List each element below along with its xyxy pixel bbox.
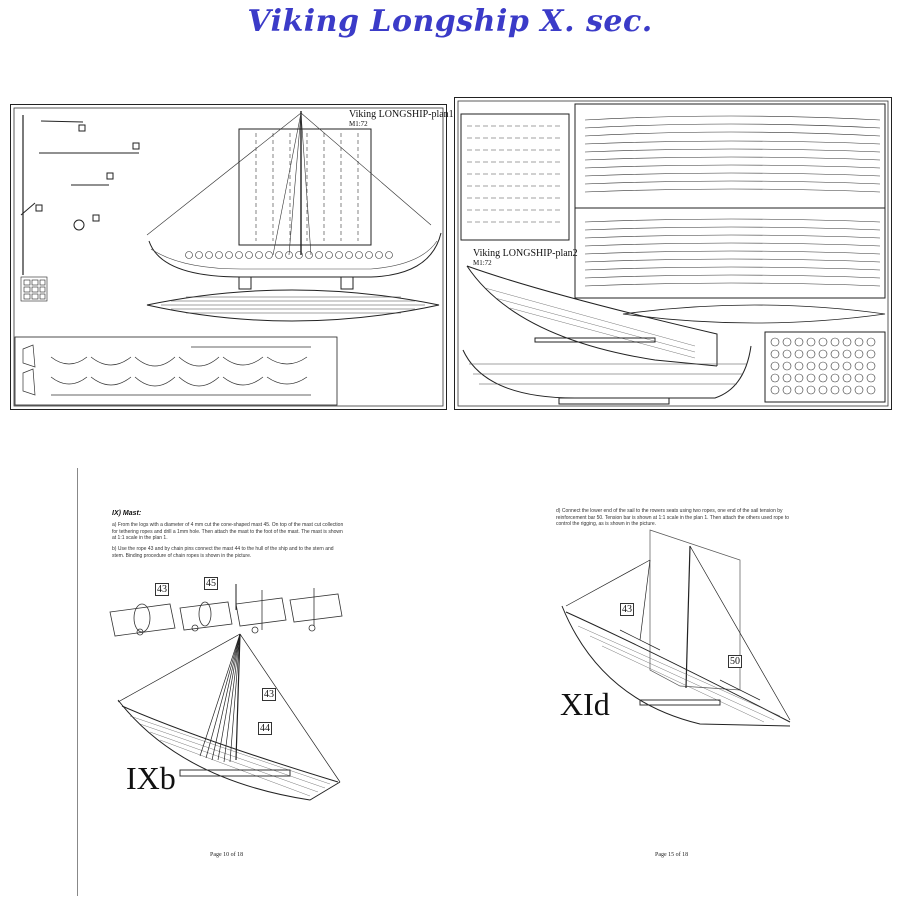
plan2-drawing (457, 100, 889, 407)
page10-footer: Page 10 of 18 (210, 852, 244, 858)
plan2-sheet: Viking LONGSHIP-plan2 M1:72 (454, 97, 892, 410)
page10-figure-label: IXb (126, 760, 176, 796)
page15-label-50: 50 (728, 655, 742, 668)
page10-para-b: b) Use the rope 43 and by chain pins con… (112, 546, 334, 559)
page10-heading: IX) Mast: (112, 510, 142, 517)
page10-label-43-top: 43 (155, 583, 169, 596)
plan1-sheet: Viking LONGSHIP-plan1 M1:72 (10, 104, 454, 410)
page15-label-43: 43 (620, 603, 634, 616)
plan1-drawing (13, 107, 444, 407)
plan1-title-text: Viking LONGSHIP-plan1 (349, 109, 454, 120)
page10-label-45: 45 (204, 577, 218, 590)
page15-para-d: d) Connect the lower end of the sail to … (556, 508, 790, 527)
page10-para-a: a) From the logs with a diameter of 4 mm… (112, 522, 344, 541)
plan1-scale: M1:72 (349, 120, 368, 128)
page15-figure-label: XId (560, 686, 610, 722)
page-divider (77, 468, 78, 896)
page10-label-43: 43 (262, 688, 276, 701)
plan2-title: Viking LONGSHIP-plan2 M1:72 (473, 248, 578, 267)
page15-footer: Page 15 of 18 (655, 852, 689, 858)
plan2-title-text: Viking LONGSHIP-plan2 (473, 248, 578, 259)
page10-label-44: 44 (258, 722, 272, 735)
plan2-scale: M1:72 (473, 259, 492, 267)
page-title: Viking Longship X. sec. (247, 4, 653, 39)
plan1-title: Viking LONGSHIP-plan1 M1:72 (349, 109, 454, 128)
